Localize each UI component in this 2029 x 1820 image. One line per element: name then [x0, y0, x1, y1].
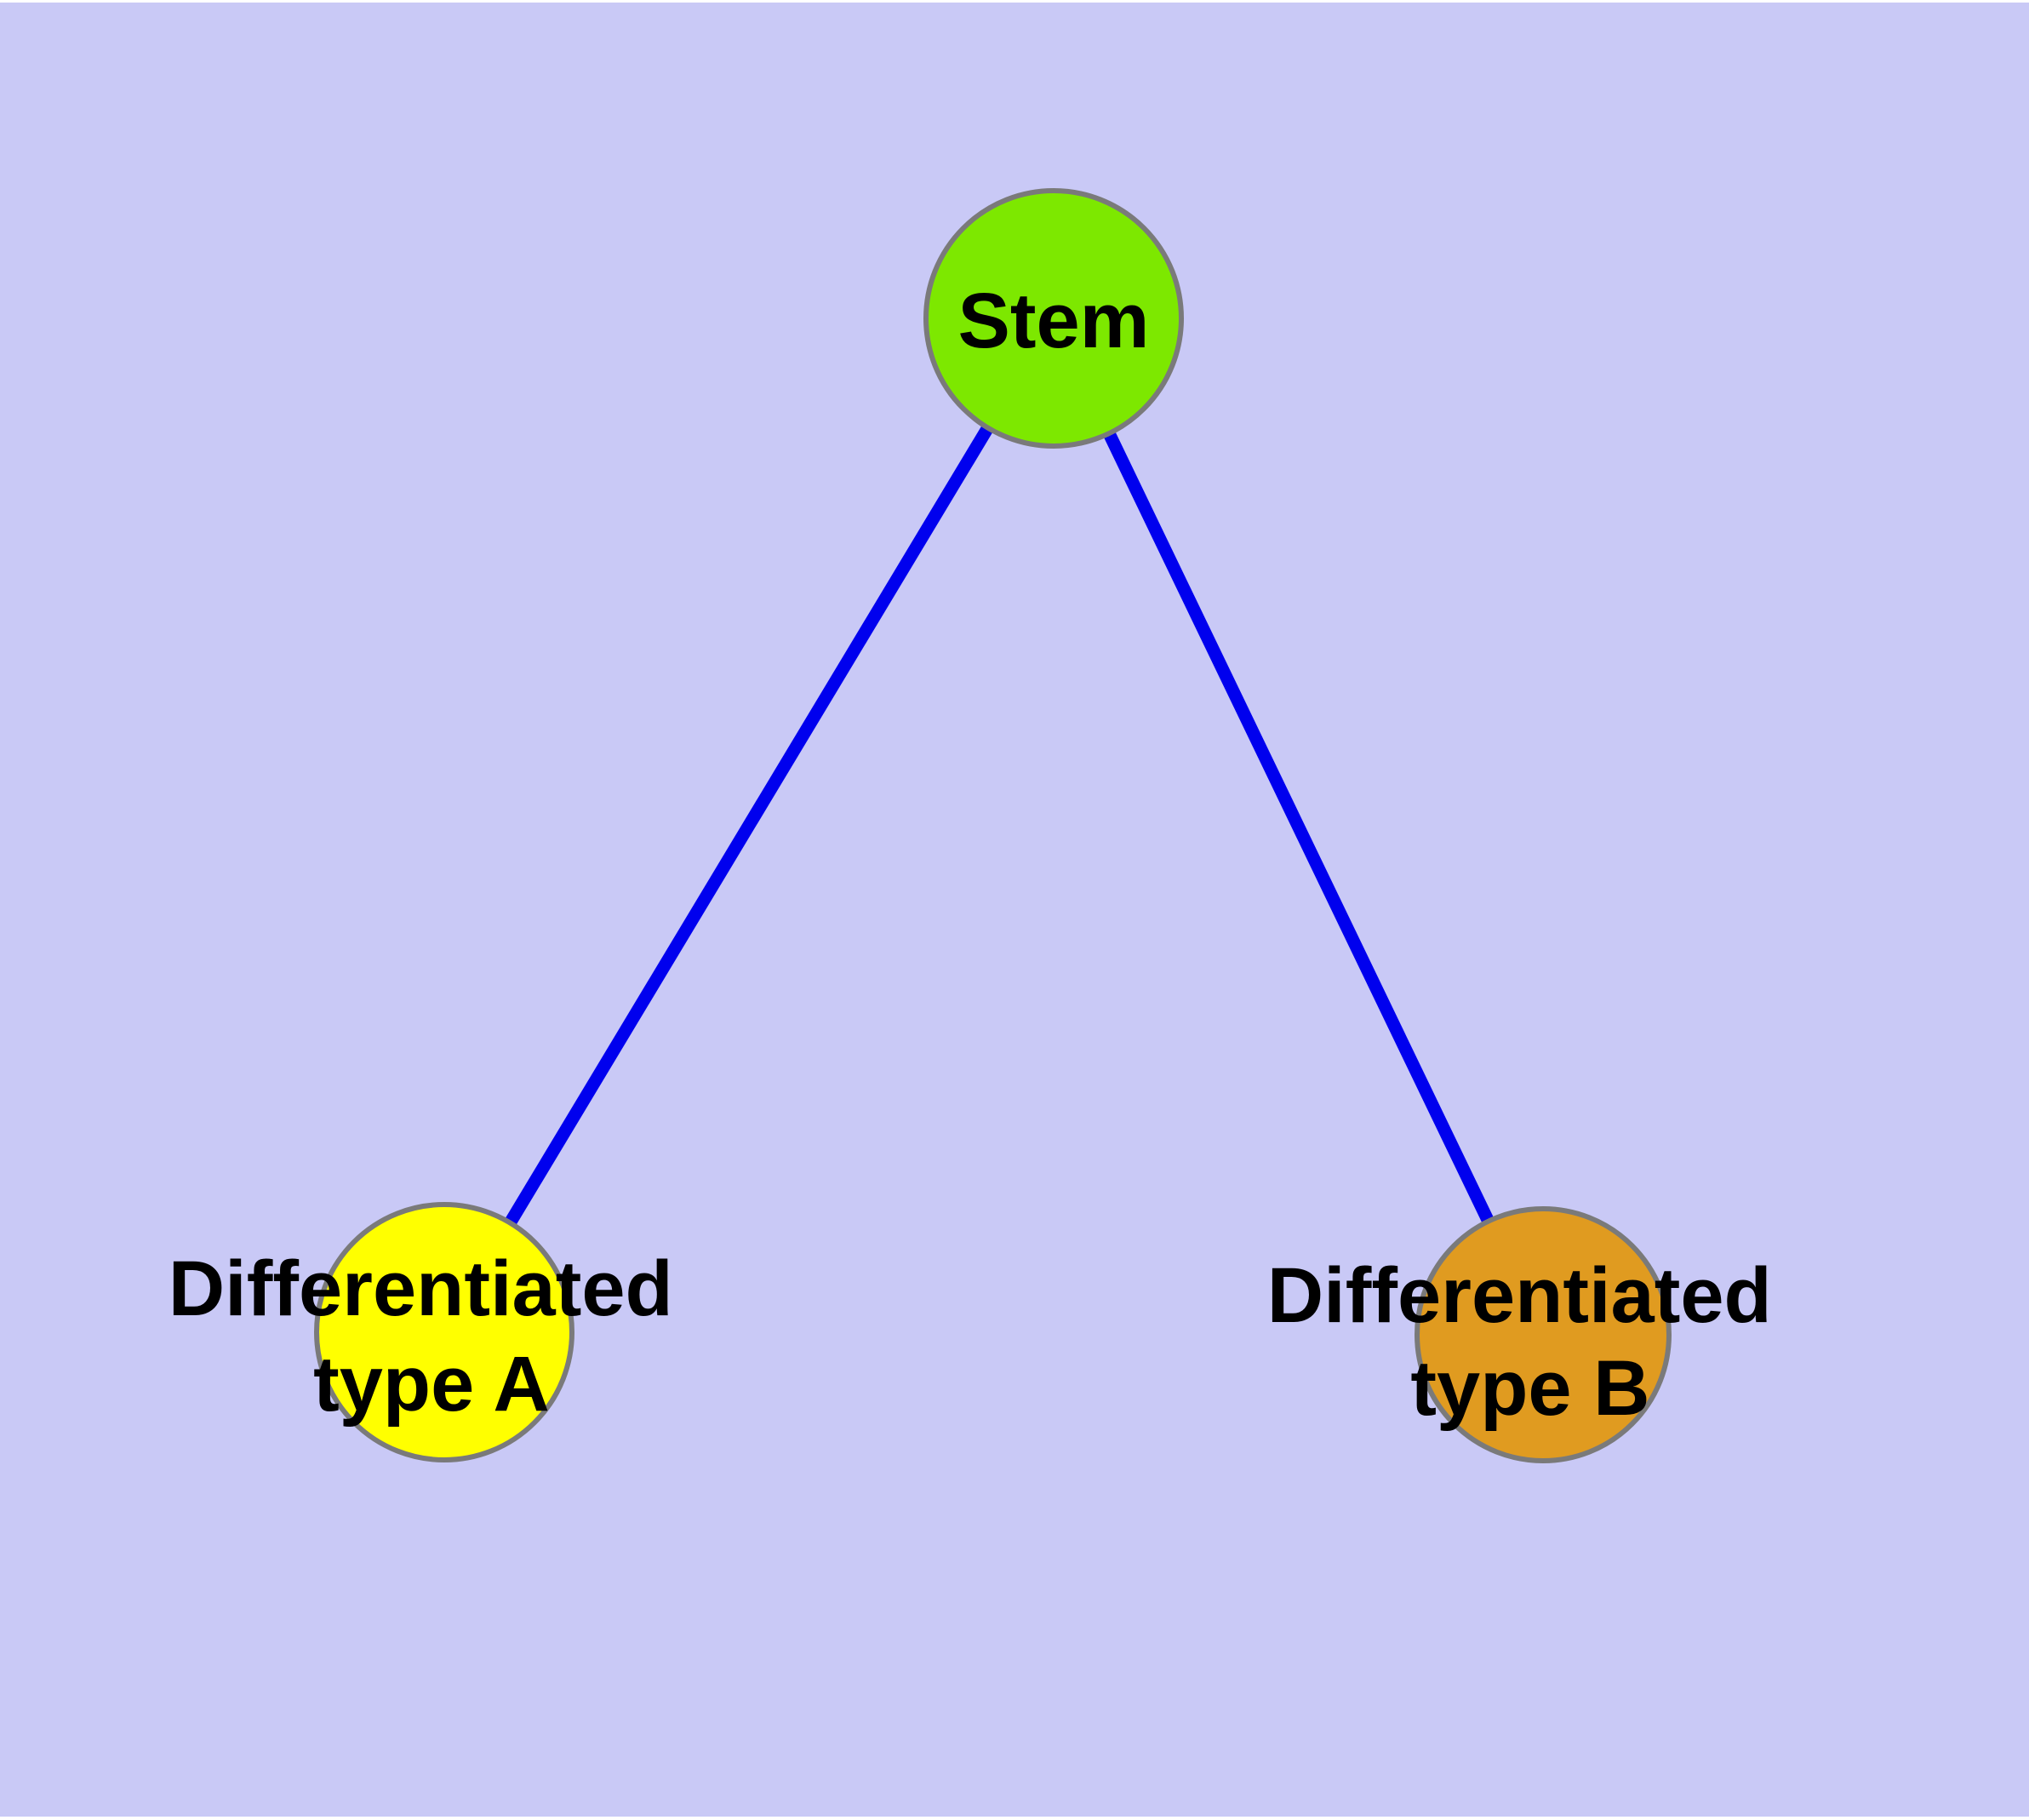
node-type-a-circle: [314, 1202, 574, 1462]
edges: [438, 315, 1549, 1338]
node-stem: Stem: [923, 188, 1184, 449]
node-differentiated-type-b: Differentiated type B: [1267, 1206, 1794, 1463]
node-type-a-label-line2: type A: [313, 1341, 550, 1428]
node-type-b-label-line2: type B: [1410, 1345, 1649, 1432]
edge-stem-to-type-b: [1048, 315, 1549, 1338]
node-type-a-label-line1: Differentiated: [169, 1245, 673, 1332]
node-stem-label: Stem: [958, 278, 1150, 364]
node-type-a-label: Differentiated type A: [169, 1245, 695, 1428]
node-type-b-circle: [1415, 1206, 1672, 1463]
node-type-b-label-line1: Differentiated: [1267, 1252, 1772, 1339]
node-stem-circle: [923, 188, 1184, 449]
node-type-b-label: Differentiated type B: [1267, 1252, 1794, 1432]
node-differentiated-type-a: Differentiated type A: [169, 1202, 695, 1462]
edge-stem-to-type-a: [438, 315, 1060, 1336]
